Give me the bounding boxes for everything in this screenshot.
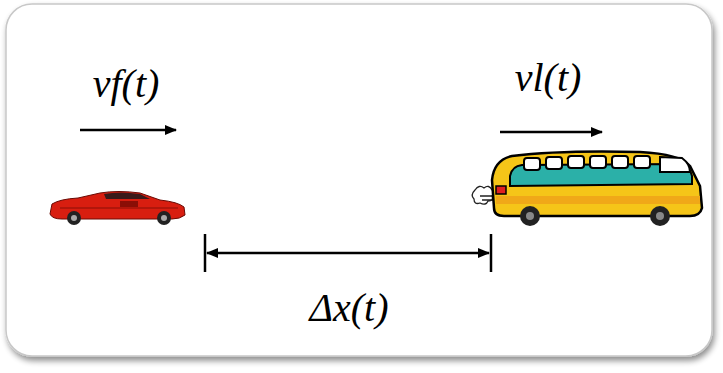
red-car: [50, 192, 185, 226]
yellow-bus: [492, 152, 702, 227]
exhaust-puff: [472, 186, 494, 204]
velocity-arrow: [500, 131, 602, 134]
frame: [6, 4, 712, 356]
gap-dimension: [205, 234, 491, 272]
velocity-label: vf(t): [93, 64, 160, 104]
velocity-arrow: [80, 129, 176, 132]
gap-label: Δx(t): [310, 288, 389, 328]
velocity-label: vl(t): [515, 58, 582, 98]
